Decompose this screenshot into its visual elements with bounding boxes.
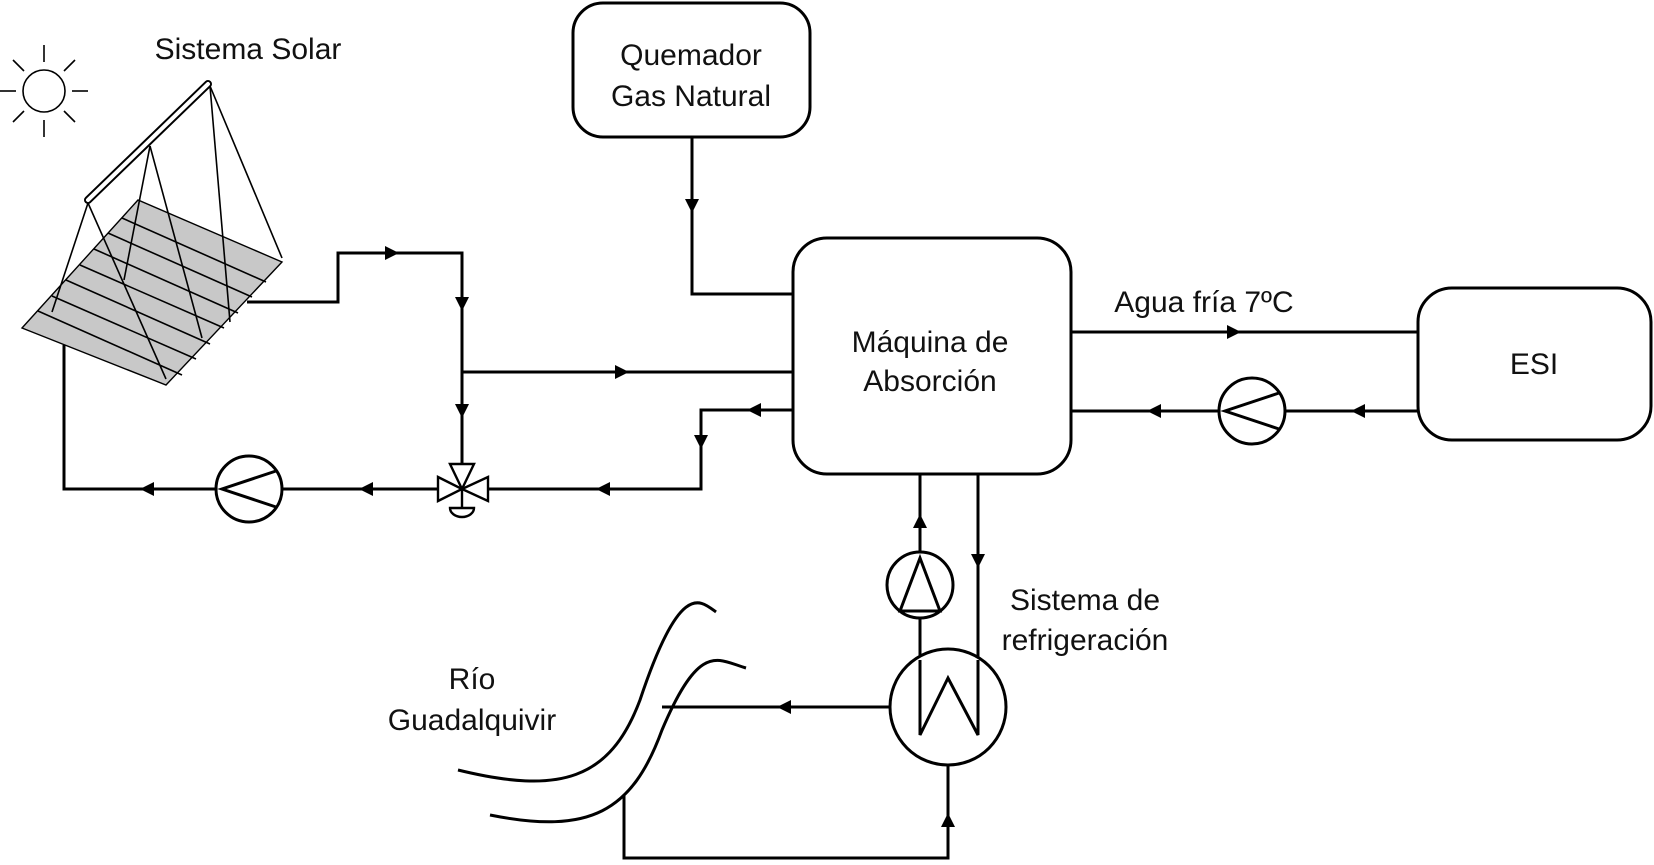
machine-label-1: Máquina de: [852, 326, 1009, 359]
heat-exchanger-icon: [888, 647, 1008, 767]
river-label-2: Guadalquivir: [388, 704, 556, 737]
burner-pipe: [690, 137, 793, 296]
burner-label-2: Gas Natural: [611, 80, 771, 113]
cold-water-label: Agua fría 7ºC: [1114, 286, 1293, 319]
absorption-machine-box: [791, 236, 1073, 476]
solar-system-label: Sistema Solar: [155, 33, 342, 66]
solar-return-pipe-2: [62, 345, 216, 491]
esi-label: ESI: [1510, 348, 1558, 381]
pump-icon: [214, 454, 284, 524]
cooling-label-1: Sistema de: [1010, 584, 1160, 617]
pump-icon: [885, 550, 955, 620]
three-way-valve-icon: [436, 462, 490, 519]
river-icon: [457, 601, 747, 824]
cooling-label-2: refrigeración: [1002, 624, 1169, 657]
machine-label-2: Absorción: [863, 365, 996, 398]
machine-hot-return-pipe: [488, 408, 793, 491]
burner-label-1: Quemador: [620, 39, 762, 72]
burner-box: [571, 1, 812, 139]
flow-arrows: [140, 199, 1365, 827]
river-label-1: Río: [449, 663, 496, 696]
esi-box: [1416, 286, 1653, 442]
pump-icon: [1217, 376, 1287, 446]
river-intake-pipe: [622, 765, 950, 860]
solar-outlet-pipe: [247, 251, 464, 489]
solar-collector-icon: [20, 80, 284, 386]
sun-icon: [0, 45, 88, 137]
